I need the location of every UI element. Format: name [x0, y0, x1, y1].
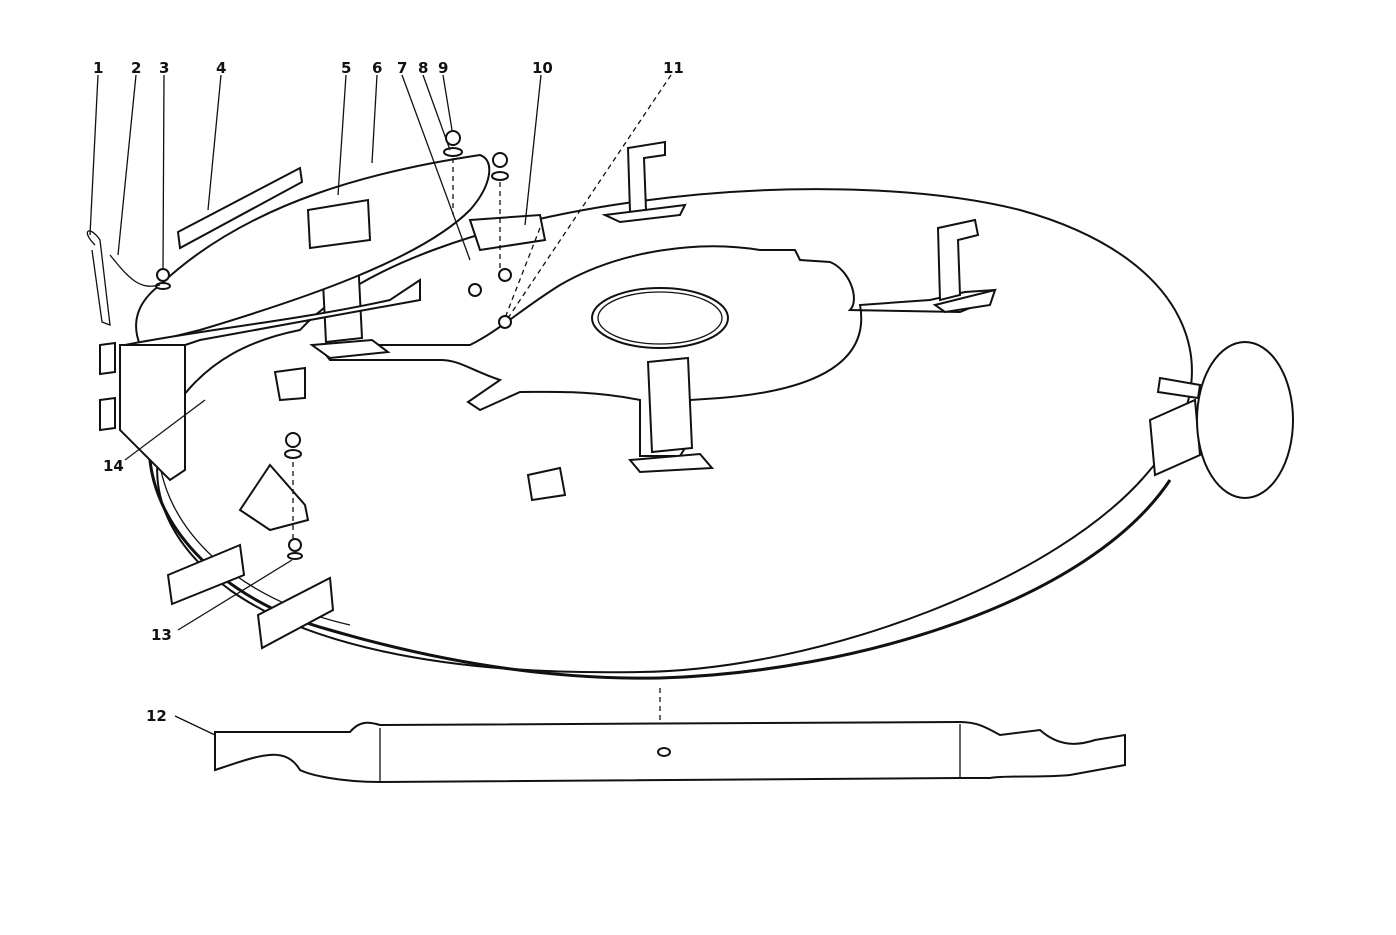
callout-12: 12 [146, 707, 167, 725]
hardware [155, 130, 547, 560]
callout-1: 1 [93, 59, 103, 77]
callout-7: 7 [397, 59, 407, 77]
discharge-chute [123, 153, 491, 432]
hairpin-clip [86, 230, 161, 326]
callout-9: 9 [438, 59, 448, 77]
callout-13: 13 [151, 626, 172, 644]
deflector-bracket [119, 344, 186, 482]
hitch-plate [166, 543, 246, 606]
leader-lines [89, 74, 672, 736]
callout-2: 2 [131, 59, 141, 77]
callout-5: 5 [341, 59, 351, 77]
deck-spider-plate [315, 245, 997, 457]
callout-6: 6 [372, 59, 382, 77]
hitch-plate [256, 576, 335, 650]
hinge-bracket [99, 341, 116, 432]
callout-10: 10 [532, 59, 553, 77]
callout-3: 3 [159, 59, 169, 77]
mounting-brackets [273, 140, 997, 502]
assembly-lines [292, 158, 661, 740]
callout-14: 14 [103, 457, 124, 475]
gauge-wheel [1148, 341, 1294, 499]
callout-8: 8 [418, 59, 428, 77]
callout-11: 11 [663, 59, 684, 77]
center-hole [591, 287, 729, 349]
callout-4: 4 [216, 59, 226, 77]
hitch-bracket [238, 463, 310, 532]
